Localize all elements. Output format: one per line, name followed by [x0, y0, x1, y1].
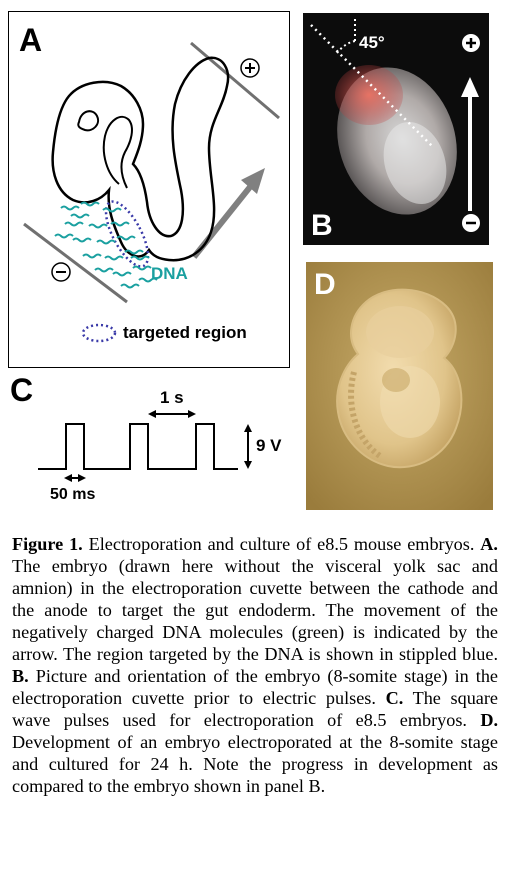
caption-b-text: Picture and orientation of the embryo (8… [12, 666, 498, 708]
minus-icon [51, 262, 71, 282]
targeted-region-outline [104, 200, 150, 268]
dna-molecule [116, 235, 136, 241]
pulse-diagram [38, 410, 252, 482]
panel-b-label: B [311, 209, 333, 242]
dna-molecule [82, 253, 102, 259]
panel-d-label: D [314, 268, 336, 301]
dna-molecule [96, 239, 116, 245]
dna-molecule [102, 207, 122, 213]
dna-molecule [64, 221, 84, 227]
panel-b: 45° B [303, 13, 489, 245]
embryo-head-loop [77, 110, 99, 132]
panel-a-label: A [19, 22, 43, 58]
width-arrow [64, 474, 86, 482]
embryo-outline [51, 56, 230, 262]
dna-molecule [94, 267, 114, 273]
caption-c-label: C. [385, 688, 404, 708]
dna-molecule [72, 237, 92, 243]
dna-molecule [110, 221, 130, 227]
width-label: 50 ms [50, 486, 96, 503]
interval-label: 1 s [160, 388, 184, 407]
cathode-plate [23, 222, 128, 304]
square-wave [38, 423, 238, 470]
angle-label: 45° [359, 33, 385, 52]
voltage-arrow [244, 424, 252, 469]
legend-label: targeted region [123, 323, 247, 342]
panel-c: C 1 s 9 V 50 ms [10, 368, 300, 508]
legend-region-icon [81, 323, 117, 343]
dna-molecule [88, 223, 108, 229]
dna-molecules [54, 201, 158, 289]
embryo-inner-loop [102, 115, 133, 189]
panel-c-label: C [10, 372, 34, 408]
dna-molecule [60, 205, 80, 211]
plus-icon [240, 58, 260, 78]
dna-molecule [54, 233, 74, 239]
dna-molecule [70, 213, 90, 219]
anode-plate [190, 41, 280, 120]
caption-a-text: The embryo (drawn here without the visce… [12, 556, 498, 664]
voltage-label: 9 V [256, 436, 282, 455]
dna-molecule [124, 249, 144, 255]
caption-intro: Electroporation and culture of e8.5 mous… [82, 534, 481, 554]
dna-molecule [120, 283, 140, 289]
dna-molecule [80, 201, 100, 207]
caption-b-label: B. [12, 666, 29, 686]
dna-label: DNA [151, 264, 188, 283]
caption-d-text: Development of an embryo electroporated … [12, 732, 498, 796]
figure-caption: Figure 1. Electroporation and culture of… [12, 533, 498, 797]
panel-d-photo [306, 262, 493, 510]
dna-molecule [104, 255, 124, 261]
dna-molecule [132, 265, 152, 271]
figure-label: Figure 1. [12, 534, 83, 554]
panel-d: D [306, 262, 493, 510]
caption-d-label: D. [480, 710, 498, 730]
caption-a-label: A. [480, 534, 498, 554]
dna-molecule [112, 271, 132, 277]
caption-c-text: The square wave pulses used for electrop… [12, 688, 498, 730]
electroporated-region [335, 65, 403, 125]
dna-molecule [130, 255, 150, 261]
minus-icon [462, 214, 480, 232]
panel-a: A DNA targeted region [8, 11, 290, 368]
panel-a-drawing [23, 41, 280, 343]
dna-molecule [138, 277, 158, 283]
interval-arrow [148, 410, 196, 418]
plus-icon [462, 34, 480, 52]
panel-b-photo [303, 13, 489, 245]
